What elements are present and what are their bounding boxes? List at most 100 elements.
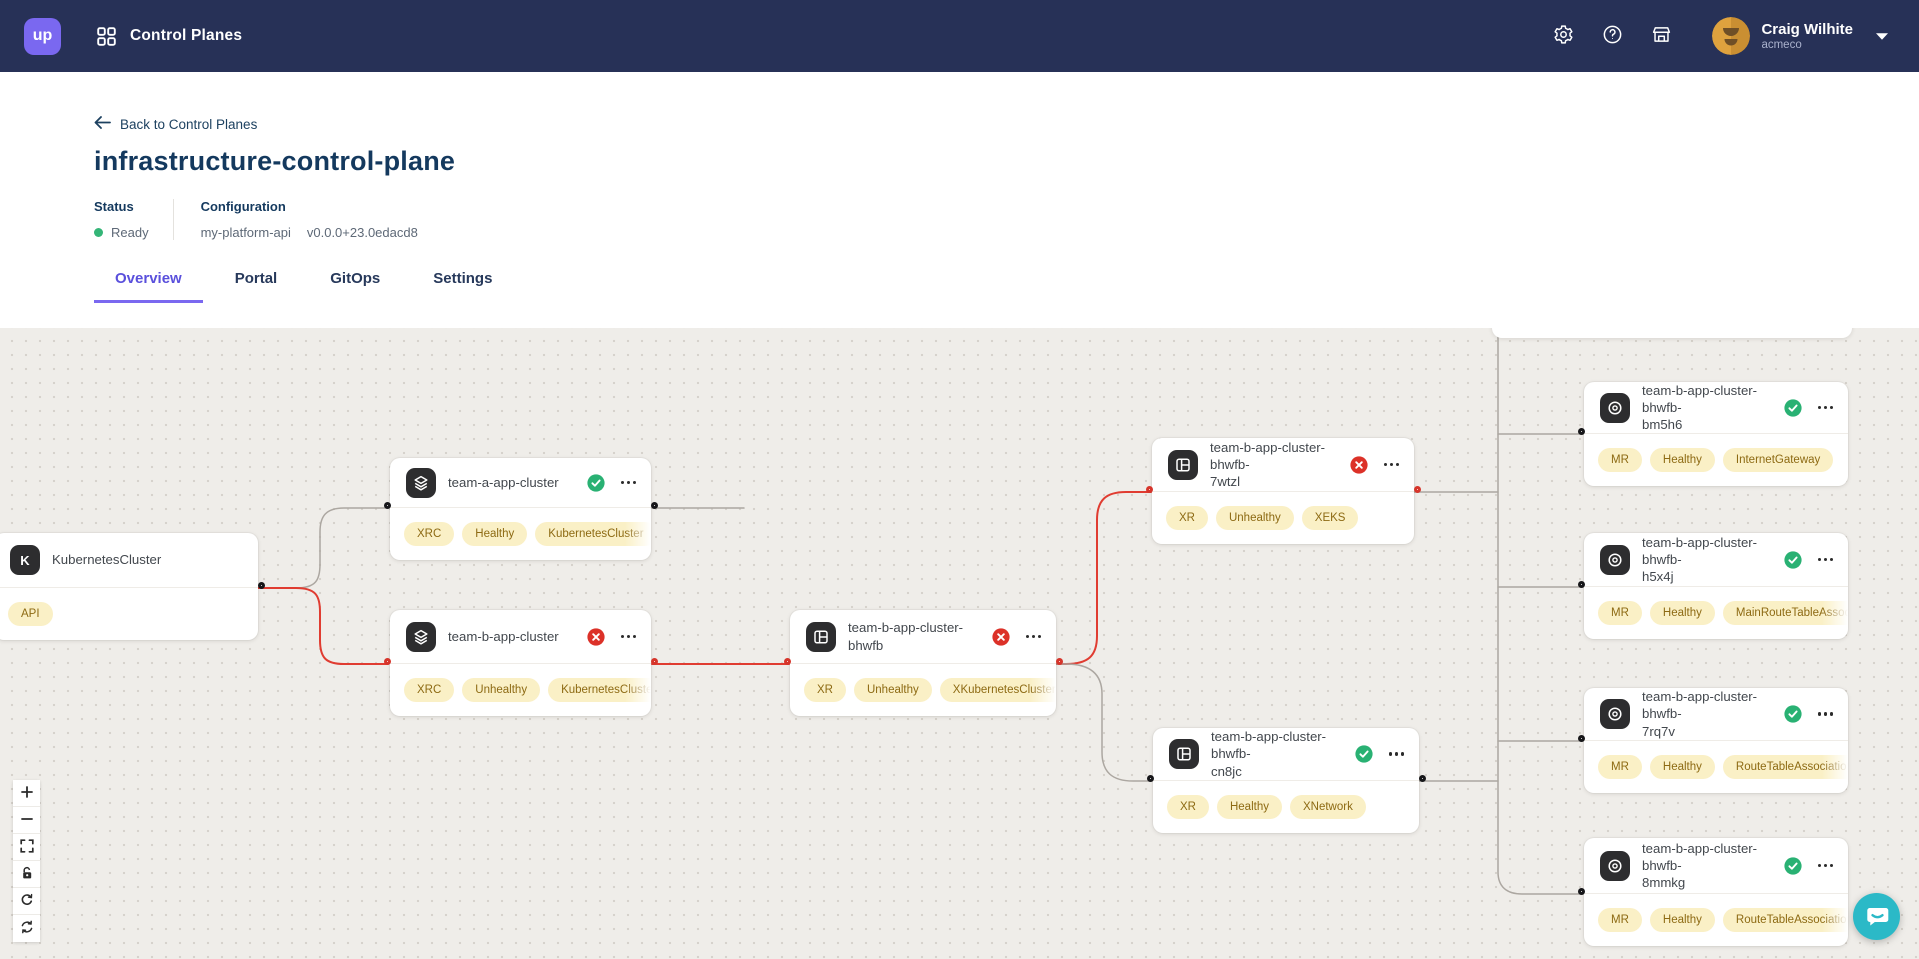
- status-label: Status: [94, 199, 134, 214]
- connection-handle-left[interactable]: [1145, 485, 1153, 493]
- configuration-version: v0.0.0+23.0edacd8: [306, 225, 418, 240]
- node-menu-button[interactable]: [1814, 554, 1833, 566]
- connection-handle-right[interactable]: [1055, 657, 1063, 665]
- node-menu-button[interactable]: [1385, 748, 1404, 760]
- tab-gitops[interactable]: GitOps: [309, 270, 401, 303]
- canvas-controls: [13, 780, 40, 942]
- node-menu-button[interactable]: [617, 631, 636, 643]
- connection-handle-right[interactable]: [650, 657, 658, 665]
- badge: XR: [1166, 506, 1208, 530]
- user-org: acmeco: [1761, 38, 1802, 51]
- zoom-in-button[interactable]: [13, 780, 40, 807]
- tab-bar: Overview Portal GitOps Settings: [94, 270, 1919, 303]
- node-menu-button[interactable]: [1814, 708, 1833, 720]
- badge: MR: [1598, 755, 1642, 779]
- connection-handle-right[interactable]: [1413, 485, 1421, 493]
- badge: Unhealthy: [462, 678, 541, 702]
- graph-edge: [1055, 491, 1152, 665]
- chat-launcher[interactable]: [1853, 893, 1900, 940]
- node-title: team-b-app-cluster: [448, 628, 559, 644]
- configuration-name: my-platform-api: [200, 225, 291, 240]
- configuration-label: Configuration: [200, 199, 286, 214]
- node-menu-button[interactable]: [617, 477, 636, 489]
- connection-handle-left[interactable]: [1146, 774, 1154, 782]
- partial-node-card[interactable]: [1492, 328, 1852, 338]
- app-switcher[interactable]: Control Planes: [97, 26, 242, 46]
- connection-handle-left[interactable]: [1577, 734, 1585, 742]
- status-section: Status Ready: [94, 199, 149, 240]
- connection-handle-right[interactable]: [257, 581, 265, 589]
- connection-handle-right[interactable]: [650, 501, 658, 509]
- connection-handle-left[interactable]: [383, 501, 391, 509]
- help-button[interactable]: [1596, 18, 1629, 54]
- zoom-out-button[interactable]: [13, 807, 40, 834]
- badge: Healthy: [1649, 601, 1715, 625]
- badge: Healthy: [1649, 448, 1715, 472]
- grid-icon: [97, 26, 116, 46]
- connection-handle-left[interactable]: [1577, 887, 1585, 895]
- status-value: Ready: [111, 225, 149, 240]
- graph-edge: [257, 587, 389, 665]
- graph-edge: [257, 507, 389, 589]
- top-navbar: up Control Planes: [0, 0, 1919, 72]
- settings-button[interactable]: [1547, 18, 1580, 54]
- connection-handle-left[interactable]: [783, 657, 791, 665]
- node-menu-button[interactable]: [1022, 631, 1041, 643]
- composite-resource-icon: [1168, 449, 1198, 480]
- badge: Healthy: [1649, 755, 1715, 779]
- node-menu-button[interactable]: [1814, 402, 1833, 414]
- node-menu-button[interactable]: [1814, 860, 1833, 872]
- kubernetes-cluster-icon: K: [10, 545, 40, 575]
- badge: API: [8, 602, 53, 626]
- tab-settings[interactable]: Settings: [412, 270, 513, 303]
- node-title: team-b-app-cluster-bhwfb- h5x4j: [1642, 534, 1758, 585]
- re-layout-button[interactable]: [13, 915, 40, 942]
- connection-handle-left[interactable]: [383, 657, 391, 665]
- managed-resource-icon: [1600, 544, 1630, 575]
- healthy-status-icon: [1783, 856, 1802, 875]
- tab-overview[interactable]: Overview: [94, 270, 203, 303]
- managed-resource-icon: [1600, 850, 1630, 881]
- badge: Unhealthy: [853, 678, 932, 702]
- badge: InternetGateway: [1722, 448, 1834, 472]
- connection-handle-left[interactable]: [1577, 580, 1585, 588]
- fit-view-button[interactable]: [13, 834, 40, 861]
- node-menu-button[interactable]: [1380, 459, 1399, 471]
- connection-handle-left[interactable]: [1577, 427, 1585, 435]
- badge: XR: [804, 678, 846, 702]
- tab-portal[interactable]: Portal: [214, 270, 299, 303]
- upbound-logo[interactable]: up: [24, 17, 61, 55]
- user-menu[interactable]: Craig Wilhite acmeco: [1712, 17, 1889, 55]
- connection-handle-right[interactable]: [1418, 774, 1426, 782]
- lock-button[interactable]: [13, 861, 40, 888]
- healthy-status-icon: [1783, 398, 1802, 417]
- chat-bubble-icon: [1865, 903, 1889, 930]
- node-title: team-b-app-cluster-bhwfb- 8mmkg: [1642, 840, 1758, 891]
- unhealthy-status-icon: [991, 627, 1010, 646]
- configuration-section: Configuration my-platform-api v0.0.0+23.…: [201, 199, 418, 240]
- divider: [172, 199, 174, 240]
- marketplace-button[interactable]: [1645, 18, 1678, 54]
- page-title: infrastructure-control-plane: [94, 146, 456, 176]
- badge: MainRouteTableAssociation: [1722, 601, 1848, 625]
- badge: XR: [1167, 795, 1209, 819]
- rotate-button[interactable]: [13, 888, 40, 915]
- badge: MR: [1598, 908, 1642, 932]
- back-link[interactable]: Back to Control Planes: [94, 116, 257, 132]
- badge: KubernetesCluster: [548, 678, 651, 702]
- zoom-in-icon: [20, 785, 34, 802]
